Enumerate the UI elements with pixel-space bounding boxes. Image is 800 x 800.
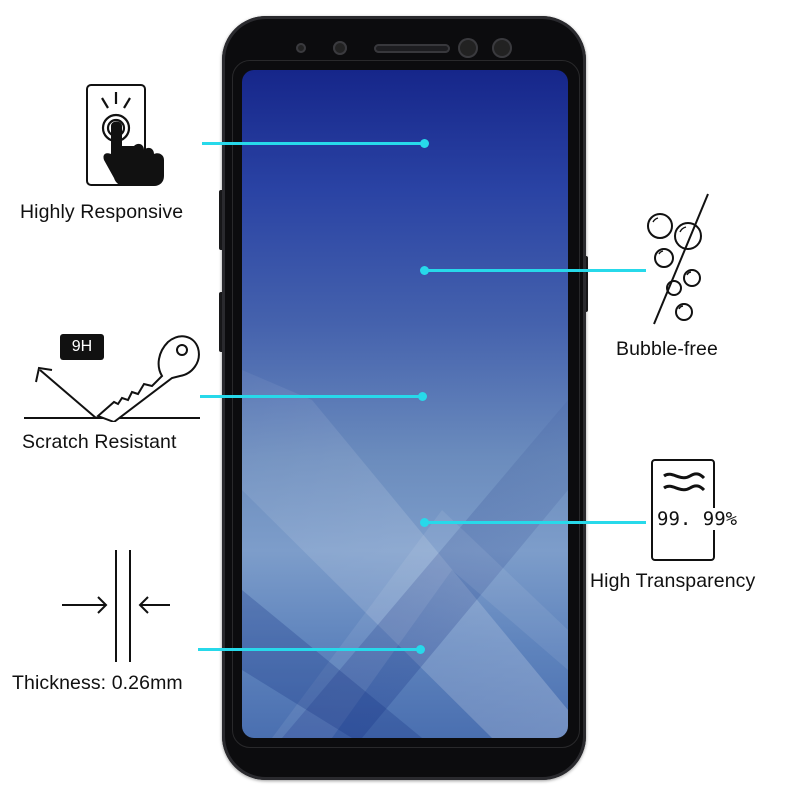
callout-dot-bubble	[420, 266, 429, 275]
callout-dot-thickness	[416, 645, 425, 654]
hardness-badge: 9H	[60, 334, 104, 360]
volume-button	[219, 190, 224, 250]
thickness-label: Thickness: 0.26mm	[12, 672, 183, 694]
hardness-text: 9H	[71, 338, 93, 355]
high-transparency-label: High Transparency	[590, 570, 756, 592]
proximity-sensor	[333, 41, 347, 55]
screen-protector-edge	[232, 60, 580, 748]
callout-dot-responsive	[420, 139, 429, 148]
thickness-icon	[62, 550, 170, 662]
bubble-free-label: Bubble-free	[616, 338, 718, 360]
touch-icon	[86, 84, 164, 186]
callout-line-thickness	[198, 648, 420, 651]
wallpaper-graphic	[242, 370, 568, 738]
scratch-resistant-label: Scratch Resistant	[22, 431, 177, 453]
highly-responsive-label: Highly Responsive	[20, 201, 184, 223]
bixby-button	[219, 292, 224, 352]
key-scratch-icon	[24, 335, 200, 422]
transparency-value: 99. 99%	[656, 508, 739, 530]
earpiece-speaker	[374, 44, 450, 53]
callout-dot-transparency	[420, 518, 429, 527]
callout-line-transparency	[424, 521, 646, 524]
callout-line-scratch	[200, 395, 422, 398]
sensor-dot	[296, 43, 306, 53]
callout-dot-scratch	[418, 392, 427, 401]
callout-line-bubble	[424, 269, 646, 272]
phone-screen	[242, 70, 568, 738]
front-camera	[458, 38, 478, 58]
iris-sensor	[492, 38, 512, 58]
bubbles-icon	[647, 193, 709, 325]
callout-line-responsive	[202, 142, 424, 145]
